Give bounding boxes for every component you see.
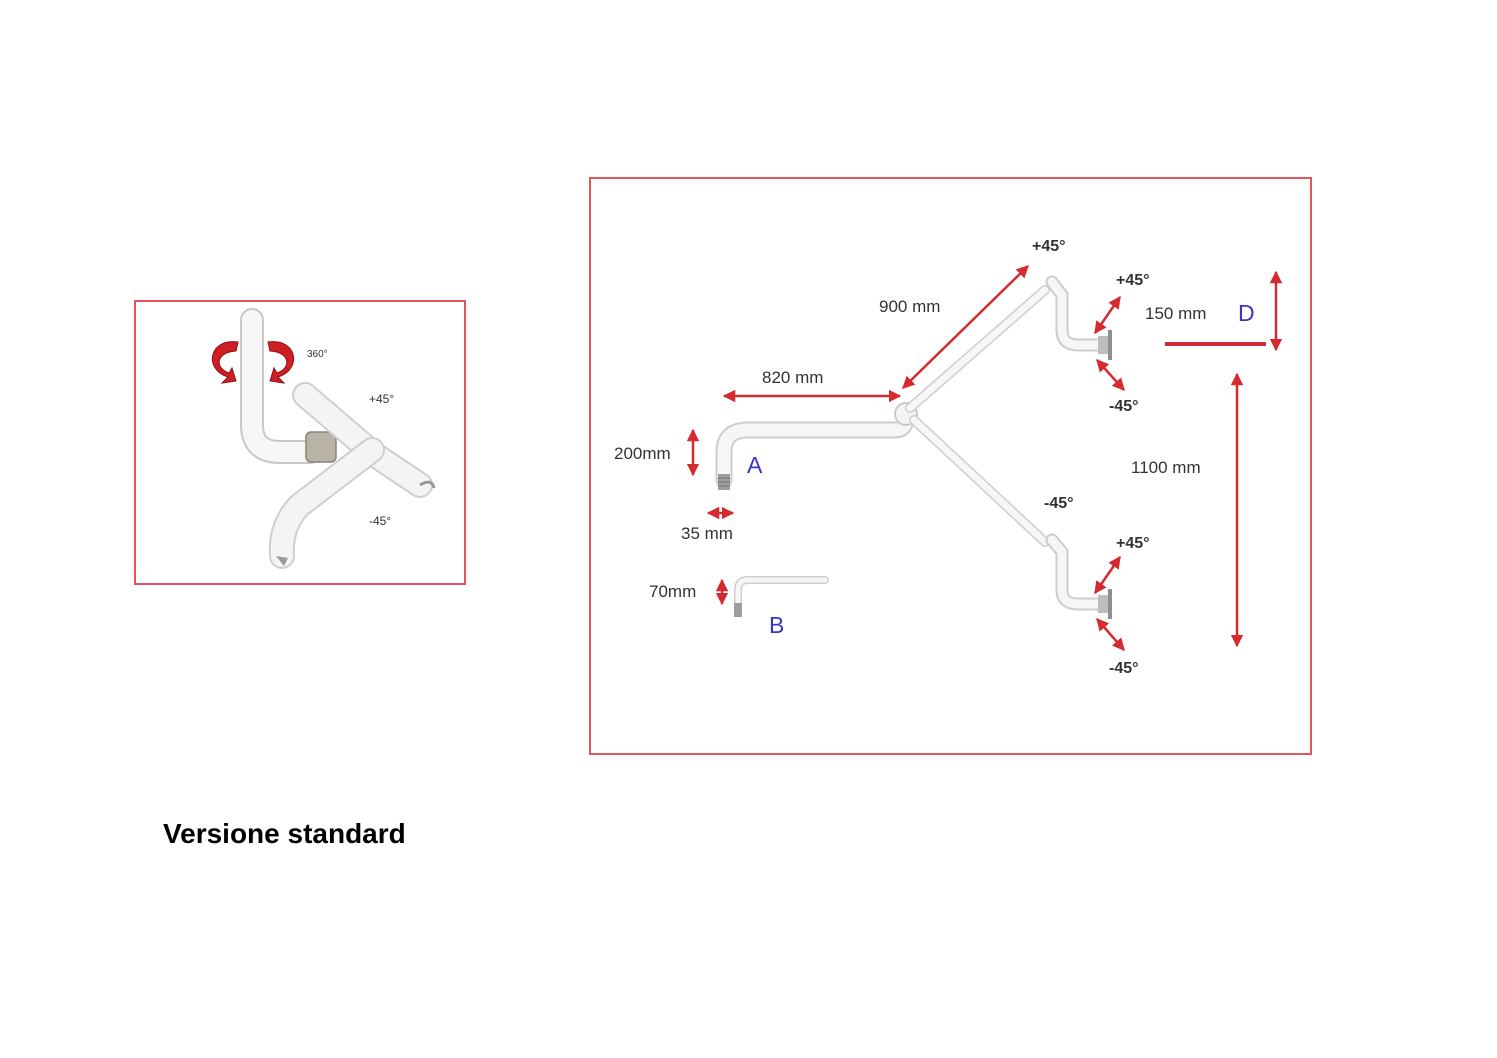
lower-head-plus-label: +45° bbox=[1116, 535, 1150, 552]
detail-panel bbox=[134, 300, 466, 585]
caption: Versione standard bbox=[163, 818, 406, 849]
arrow-upper-plus bbox=[1093, 295, 1122, 335]
dim-150-label: 150 mm bbox=[1145, 304, 1206, 323]
dimension-arrows bbox=[686, 265, 1283, 651]
rotation-label: 360° bbox=[307, 349, 328, 360]
arrow-900 bbox=[902, 265, 1029, 389]
upper-head-plus-label: +45° bbox=[1116, 272, 1150, 289]
top-joint-plus-label: +45° bbox=[1032, 238, 1066, 255]
arrow-upper-minus bbox=[1096, 359, 1125, 391]
arm-detail-illustration bbox=[240, 308, 436, 569]
rotate-right-icon bbox=[267, 341, 294, 384]
dimensions-panel bbox=[589, 177, 1312, 755]
dim-70-label: 70mm bbox=[649, 582, 696, 601]
lower-head-minus-label: -45° bbox=[1109, 660, 1139, 677]
suspension-arm-drawing bbox=[715, 275, 1112, 619]
dim-820-label: 820 mm bbox=[762, 368, 823, 387]
tilt-down-label: -45° bbox=[369, 514, 391, 528]
dim-900-label: 900 mm bbox=[879, 297, 940, 316]
letter-a: A bbox=[747, 452, 763, 478]
tilt-up-label: +45° bbox=[369, 392, 394, 406]
dim-1100-label: 1100 mm bbox=[1131, 458, 1201, 477]
arrow-lower-plus bbox=[1093, 555, 1122, 595]
lower-joint-minus-label: -45° bbox=[1044, 495, 1074, 512]
arrow-lower-minus bbox=[1096, 618, 1125, 651]
letter-d: D bbox=[1238, 300, 1255, 326]
dim-35-label: 35 mm bbox=[681, 524, 733, 543]
dim-200-label: 200mm bbox=[614, 444, 671, 463]
letter-b: B bbox=[769, 612, 784, 638]
rotate-left-icon bbox=[212, 341, 239, 384]
upper-head-minus-label: -45° bbox=[1109, 398, 1139, 415]
